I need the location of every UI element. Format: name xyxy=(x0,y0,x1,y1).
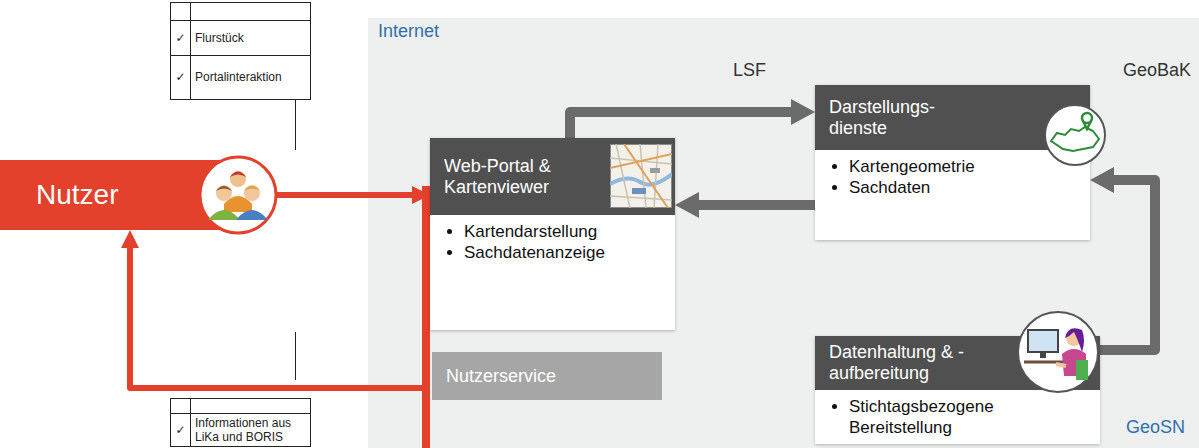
callout-table xyxy=(171,3,311,100)
table-cell-box: ✓ xyxy=(171,21,190,55)
check-mark: ✓ xyxy=(175,70,185,84)
flow-arrow xyxy=(570,112,803,138)
bullet-item: Sachdatenanzeige xyxy=(464,242,665,263)
network-zone: Web-Portal & KartenviewerKartendarstellu… xyxy=(368,18,1199,448)
data-work-icon xyxy=(1016,310,1100,394)
table-cell: Flurstück xyxy=(195,31,244,45)
flow-arrow xyxy=(130,239,430,388)
users-icon xyxy=(197,154,279,236)
process-box: Web-Portal & KartenviewerKartendarstellu… xyxy=(430,138,675,330)
bullet-list: KartengeometrieSachdaten xyxy=(815,150,1090,203)
table-rule xyxy=(190,399,191,447)
box-body: Stichtagsbezogene Bereitstellung xyxy=(815,390,1100,444)
table-cell: Portalinteraktion xyxy=(195,70,282,84)
leader-line xyxy=(295,332,296,380)
actor-name: Nutzer xyxy=(0,179,118,211)
table-cell-box: Informationen aus LiKa und BORIS xyxy=(195,414,308,446)
map-thumbnail xyxy=(610,144,672,208)
zone-shape xyxy=(368,18,1199,448)
zone-label: LSF xyxy=(733,60,766,81)
box-title: Datenhaltung & -aufbereitung xyxy=(829,342,1004,383)
check-mark: ✓ xyxy=(175,423,185,437)
leader-line xyxy=(295,100,296,150)
bullet-item: Kartendarstellung xyxy=(464,221,665,242)
table-rule xyxy=(171,413,311,414)
check-mark: ✓ xyxy=(175,31,185,45)
box-body: KartendarstellungSachdatenanzeige xyxy=(430,215,675,330)
callout-table xyxy=(171,399,311,447)
bullet-item: Kartengeometrie xyxy=(849,156,1080,177)
map-pin-icon xyxy=(1043,103,1107,167)
bullet-list: KartendarstellungSachdatenanzeige xyxy=(430,215,675,268)
flow-arrow xyxy=(245,192,421,198)
table-cell-box: ✓ xyxy=(171,56,190,99)
table-cell: Informationen aus LiKa und BORIS xyxy=(195,416,308,445)
box-body: KartengeometrieSachdaten xyxy=(815,150,1090,240)
bullet-list: Stichtagsbezogene Bereitstellung xyxy=(815,390,1100,443)
table-cell-box: ✓ xyxy=(171,414,190,446)
zone-label: GeoBaK xyxy=(1123,60,1191,81)
box-title: Web-Portal & Kartenviewer xyxy=(444,156,604,197)
table-rule xyxy=(190,3,191,100)
process-box: Darstellungs- diensteKartengeometrieSach… xyxy=(815,85,1090,240)
zone-label: Internet xyxy=(378,21,439,42)
zone-label: GeoSN xyxy=(1126,417,1185,438)
bullet-item: Sachdaten xyxy=(849,177,1080,198)
table-cell-box: Portalinteraktion xyxy=(195,56,307,99)
service-label: Nutzerservice xyxy=(446,366,556,387)
actor-box: Nutzer xyxy=(0,160,245,230)
flow-arrow xyxy=(687,200,815,210)
service-box: Nutzerservice xyxy=(432,352,662,400)
table-rule xyxy=(171,20,311,21)
flow-arrow xyxy=(1100,180,1155,350)
table-cell-box: Flurstück xyxy=(195,21,307,55)
bullet-item: Stichtagsbezogene Bereitstellung xyxy=(849,396,1029,439)
table-rule xyxy=(171,55,311,56)
process-box: Datenhaltung & -aufbereitungStichtagsbez… xyxy=(815,336,1100,444)
box-title: Darstellungs- dienste xyxy=(829,97,969,138)
